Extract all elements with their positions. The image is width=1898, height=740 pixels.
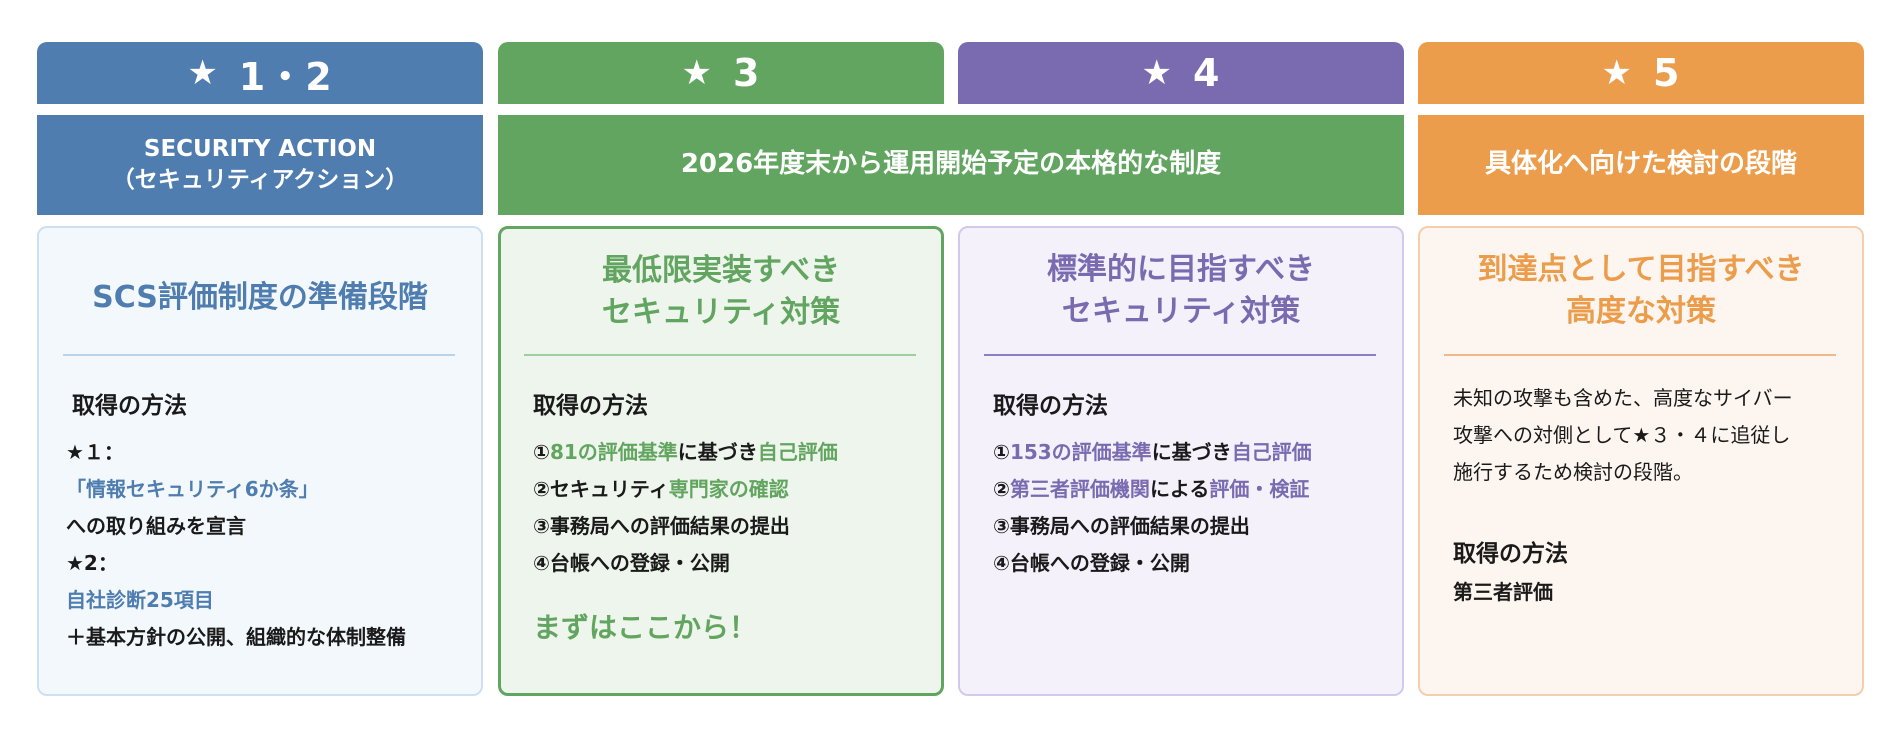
band-full-system: 2026年度末から運用開始予定の本格的な制度 [498,115,1404,215]
method-heading: 取得の方法 [72,393,187,419]
card-title-line-1: 最低限実装すべき [602,253,840,288]
card-divider [1444,354,1836,356]
list-item: ★１： [66,440,124,464]
list-item: 「情報セキュリティ6か条」 [66,477,319,501]
list-item: ＋基本方針の公開、組織的な体制整備 [66,625,406,649]
card-divider [984,354,1376,356]
card-star-3: 最低限実装すべき セキュリティ対策 取得の方法 ①81の評価基準に基づき自己評価… [498,226,944,696]
method-heading: 取得の方法 [1453,541,1568,567]
band-line-1: SECURITY ACTION [143,135,377,162]
card-title: 標準的に目指すべき セキュリティ対策 [960,248,1402,334]
list-item: 自社診断25項目 [66,588,214,612]
band-security-action: SECURITY ACTION （セキュリティアクション） [37,115,483,215]
header-label: 4 [1193,51,1221,95]
card-title: 最低限実装すべき セキュリティ対策 [501,249,941,335]
list-item: ④台帳への登録・公開 [533,551,730,575]
description-line: 施行するため検討の段階。 [1453,460,1693,484]
list-item: ②セキュリティ専門家の確認 [533,477,789,501]
header-label: 5 [1653,51,1681,95]
list-item: ④台帳への登録・公開 [993,551,1190,575]
description: 未知の攻撃も含めた、高度なサイバー 攻撃への対側として★３・４に追従し 施行する… [1453,380,1853,491]
description-line: 未知の攻撃も含めた、高度なサイバー [1453,386,1793,410]
header-star-1-2: ★ 1・2 [37,42,483,104]
card-title: 到達点として目指すべき 高度な対策 [1420,248,1862,334]
header-star-5: ★ 5 [1418,42,1864,104]
description-line: 攻撃への対側として★３・４に追従し [1453,423,1791,447]
star-icon: ★ [187,53,219,93]
list-item: ★2： [66,551,118,575]
card-star-5: 到達点として目指すべき 高度な対策 未知の攻撃も含めた、高度なサイバー 攻撃への… [1418,226,1864,696]
card-title-line-2: セキュリティ対策 [1061,294,1301,329]
header-label: 3 [733,51,761,95]
star-icon: ★ [681,53,714,93]
band-text: 具体化へ向けた検討の段階 [1484,149,1797,180]
list-item: ①153の評価基準に基づき自己評価 [993,440,1312,464]
header-star-3: ★ 3 [498,42,944,104]
card-divider [63,354,455,356]
method-heading: 取得の方法 [533,393,648,419]
star-icon: ★ [1141,53,1174,93]
method-list: ★１： 「情報セキュリティ6か条」 への取り組みを宣言 ★2： 自社診断25項目… [66,434,406,656]
method-list: ①153の評価基準に基づき自己評価 ②第三者評価機関による評価・検証 ③事務局へ… [993,434,1312,582]
band-text: 2026年度末から運用開始予定の本格的な制度 [680,149,1222,180]
card-title: SCS評価制度の準備段階 [92,280,428,315]
card-star-4: 標準的に目指すべき セキュリティ対策 取得の方法 ①153の評価基準に基づき自己… [958,226,1404,696]
band-line-2: （セキュリティアクション） [111,167,409,193]
card-divider [524,354,916,356]
list-item: ①81の評価基準に基づき自己評価 [533,440,838,464]
card-star-1-2: SCS評価制度の準備段階 取得の方法 ★１： 「情報セキュリティ6か条」 への取… [37,226,483,696]
band-under-study: 具体化へ向けた検討の段階 [1418,115,1864,215]
list-item: ③事務局への評価結果の提出 [993,514,1250,538]
card-title-line-2: セキュリティ対策 [601,295,841,330]
card-title-line-2: 高度な対策 [1566,294,1716,329]
list-item: への取り組みを宣言 [66,514,246,538]
star-icon: ★ [1601,53,1634,93]
method-list: ①81の評価基準に基づき自己評価 ②セキュリティ専門家の確認 ③事務局への評価結… [533,434,838,582]
header-label: 1・2 [238,54,333,99]
method-value: 第三者評価 [1453,580,1553,604]
header-star-4: ★ 4 [958,42,1404,104]
call-to-action: まずはここから！ [533,611,758,644]
card-title-line-1: 標準的に目指すべき [1047,252,1315,287]
list-item: ②第三者評価機関による評価・検証 [993,477,1310,501]
card-title-line-1: 到達点として目指すべき [1477,252,1805,287]
method-heading: 取得の方法 [993,393,1108,419]
list-item: ③事務局への評価結果の提出 [533,514,790,538]
